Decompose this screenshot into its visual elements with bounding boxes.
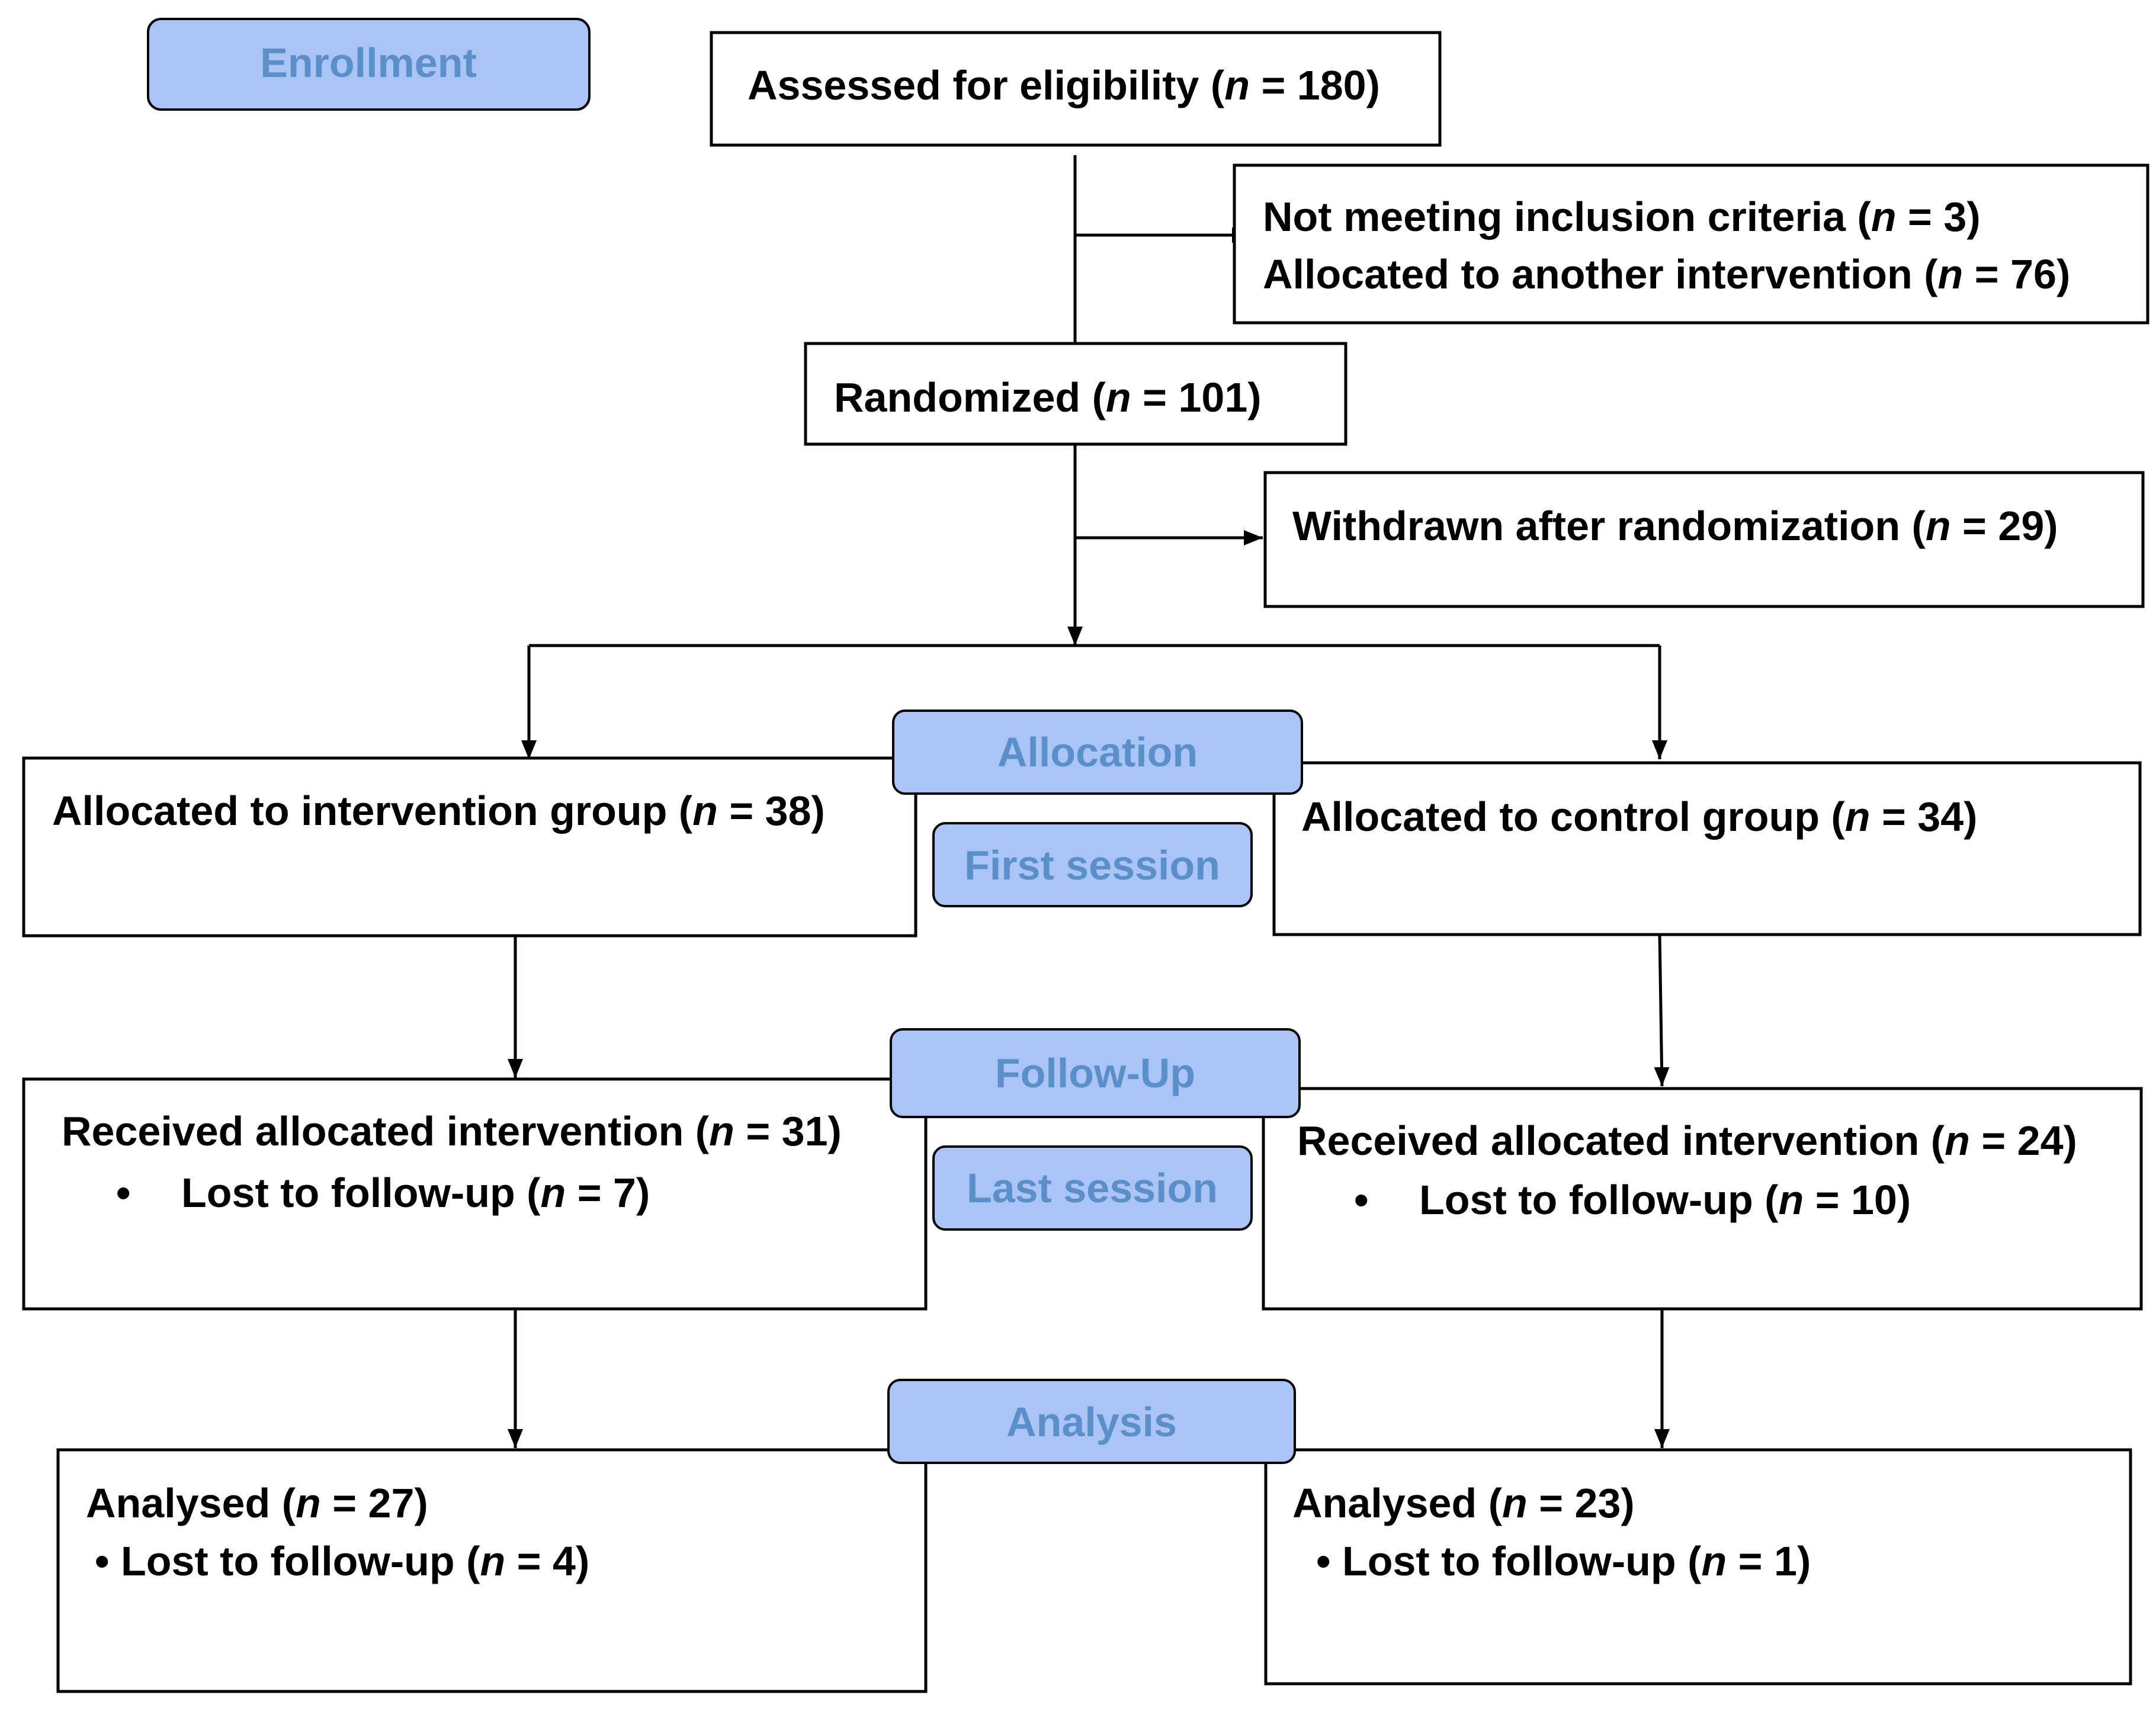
assessed-box bbox=[710, 31, 1442, 147]
stage-label-texts: Enrollment Allocation First session Foll… bbox=[260, 40, 1220, 1445]
intervention-allocated-box bbox=[22, 756, 917, 938]
first-session-stage-box bbox=[932, 822, 1253, 907]
assessed-text: Assessed for eligibility (n = 180) bbox=[747, 62, 1380, 108]
intervention-analysis-lost-text: • Lost to follow-up (n = 4) bbox=[95, 1538, 589, 1584]
allocation-label: Allocation bbox=[997, 729, 1198, 775]
control-analysed-text: Analysed (n = 23) bbox=[1292, 1480, 1635, 1526]
allocation-stage-box bbox=[892, 710, 1303, 795]
analysis-label: Analysis bbox=[1006, 1399, 1177, 1445]
exclusion-box bbox=[1233, 163, 2149, 325]
randomized-box bbox=[804, 342, 1348, 446]
stage-labels bbox=[147, 18, 1303, 1464]
not-meeting-criteria-text: Not meeting inclusion criteria (n = 3) bbox=[1263, 194, 1981, 240]
box-texts: Assessed for eligibility (n = 180) Not m… bbox=[52, 62, 2077, 1584]
follow-up-stage-box bbox=[890, 1028, 1301, 1118]
control-lost-text: Lost to follow-up (n = 10) bbox=[1419, 1177, 1911, 1223]
intervention-analysed-box bbox=[56, 1448, 928, 1693]
intervention-received-box bbox=[22, 1077, 928, 1311]
randomized-text: Randomized (n = 101) bbox=[834, 374, 1262, 420]
withdrawn-box bbox=[1263, 471, 2145, 608]
control-received-text: Received allocated intervention (n = 24) bbox=[1297, 1118, 2077, 1164]
withdrawn-text: Withdrawn after randomization (n = 29) bbox=[1292, 503, 2058, 549]
control-analysis-lost-text: • Lost to follow-up (n = 1) bbox=[1316, 1538, 1811, 1584]
connector-control-to-received-arrow bbox=[1654, 934, 1670, 1087]
intervention-lost-text: Lost to follow-up (n = 7) bbox=[181, 1170, 650, 1216]
control-received-box bbox=[1262, 1087, 2143, 1311]
control-lost-bullet: • bbox=[1354, 1177, 1369, 1223]
first-session-label: First session bbox=[964, 842, 1220, 888]
other-intervention-text: Allocated to another intervention (n = 7… bbox=[1263, 251, 2070, 297]
connectors bbox=[508, 155, 1670, 1448]
follow-up-label: Follow-Up bbox=[995, 1050, 1195, 1096]
intervention-received-text: Received allocated intervention (n = 31) bbox=[62, 1108, 842, 1154]
intervention-allocated-text: Allocated to intervention group (n = 38) bbox=[52, 788, 825, 834]
analysis-stage-box bbox=[887, 1379, 1296, 1464]
control-analysed-box bbox=[1264, 1448, 2132, 1686]
content-boxes bbox=[22, 31, 2149, 1693]
last-session-stage-box bbox=[932, 1145, 1253, 1231]
intervention-analysed-text: Analysed (n = 27) bbox=[86, 1480, 428, 1526]
control-allocated-text: Allocated to control group (n = 34) bbox=[1301, 794, 1977, 840]
enrollment-stage-box bbox=[147, 18, 591, 111]
enrollment-label: Enrollment bbox=[260, 40, 477, 86]
intervention-lost-bullet: • bbox=[116, 1170, 131, 1216]
last-session-label: Last session bbox=[967, 1165, 1218, 1211]
control-allocated-box bbox=[1272, 761, 2142, 936]
